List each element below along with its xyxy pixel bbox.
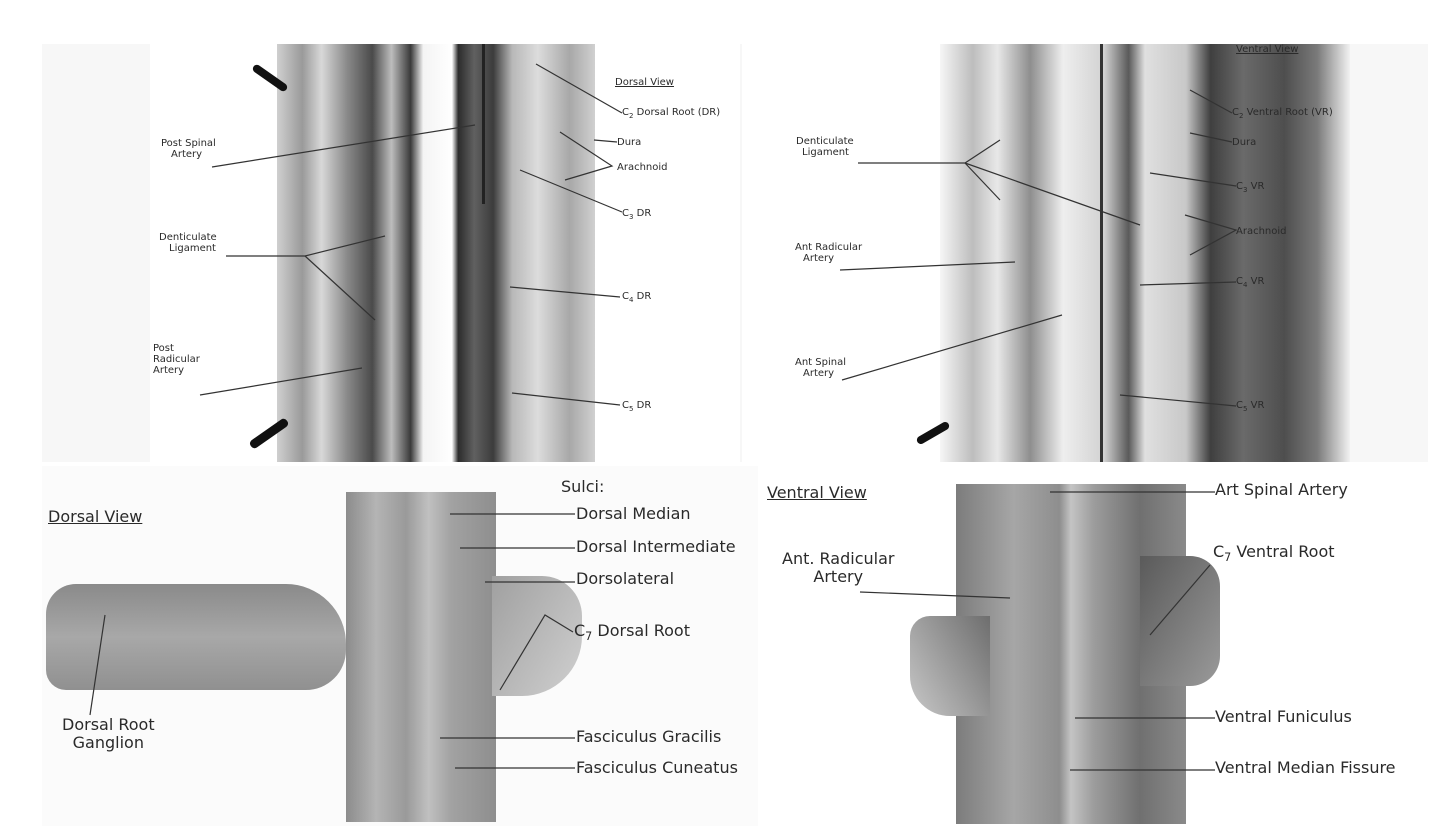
label-dorsal-intermediate: Dorsal Intermediate [576,537,736,556]
label-dura: Dura [1232,137,1257,148]
label-c7-ventral-root: C7 Ventral Root [1213,542,1335,565]
label-c5-vr: C5 VR [1236,400,1265,413]
label-ventral-funiculus: Ventral Funiculus [1215,707,1352,726]
label-dorsolateral: Dorsolateral [576,569,675,588]
label-dura: Dura [617,137,642,148]
spinal-cord-ventral-photo [940,44,1350,462]
label-fasciculus-gracilis: Fasciculus Gracilis [576,727,722,746]
label-fasciculus-cuneatus: Fasciculus Cuneatus [576,758,738,777]
panel-title: Dorsal View [48,507,143,526]
panel-dorsal-view-top [42,44,742,462]
c7-dorsal-root-photo [492,576,582,696]
dorsal-root-ganglion-photo [46,584,346,690]
label-c2-dorsal-root: C2 Dorsal Root (DR) [622,107,721,120]
panel-title: Ventral View [1236,44,1299,55]
panel-ventral-view-bottom [760,466,1428,826]
label-sulci: Sulci: [561,477,605,496]
panel-dorsal-view-bottom [42,466,758,826]
spinal-cord-dorsal-photo [277,44,595,462]
label-c3-dr: C3 DR [622,208,652,221]
spinal-cord-segment-dorsal-photo [346,492,496,822]
c7-ventral-root-photo [1140,556,1220,686]
label-c2-ventral-root: C2 Ventral Root (VR) [1232,107,1333,120]
label-arachnoid: Arachnoid [1236,226,1287,237]
label-c4-vr: C4 VR [1236,276,1265,289]
label-art-spinal-artery: Art Spinal Artery [1215,480,1348,499]
label-dorsal-median: Dorsal Median [576,504,691,523]
panel-ventral-view-top [760,44,1428,462]
ant-radicular-roots-photo [910,616,990,716]
panel-title: Ventral View [767,483,867,502]
label-c3-vr: C3 VR [1236,181,1265,194]
label-c7-dorsal-root: C7 Dorsal Root [574,621,690,644]
label-c4-dr: C4 DR [622,291,652,304]
label-arachnoid: Arachnoid [617,162,668,173]
label-c5-dr: C5 DR [622,400,652,413]
label-ventral-median-fissure: Ventral Median Fissure [1215,758,1396,777]
panel-title: Dorsal View [615,77,674,88]
